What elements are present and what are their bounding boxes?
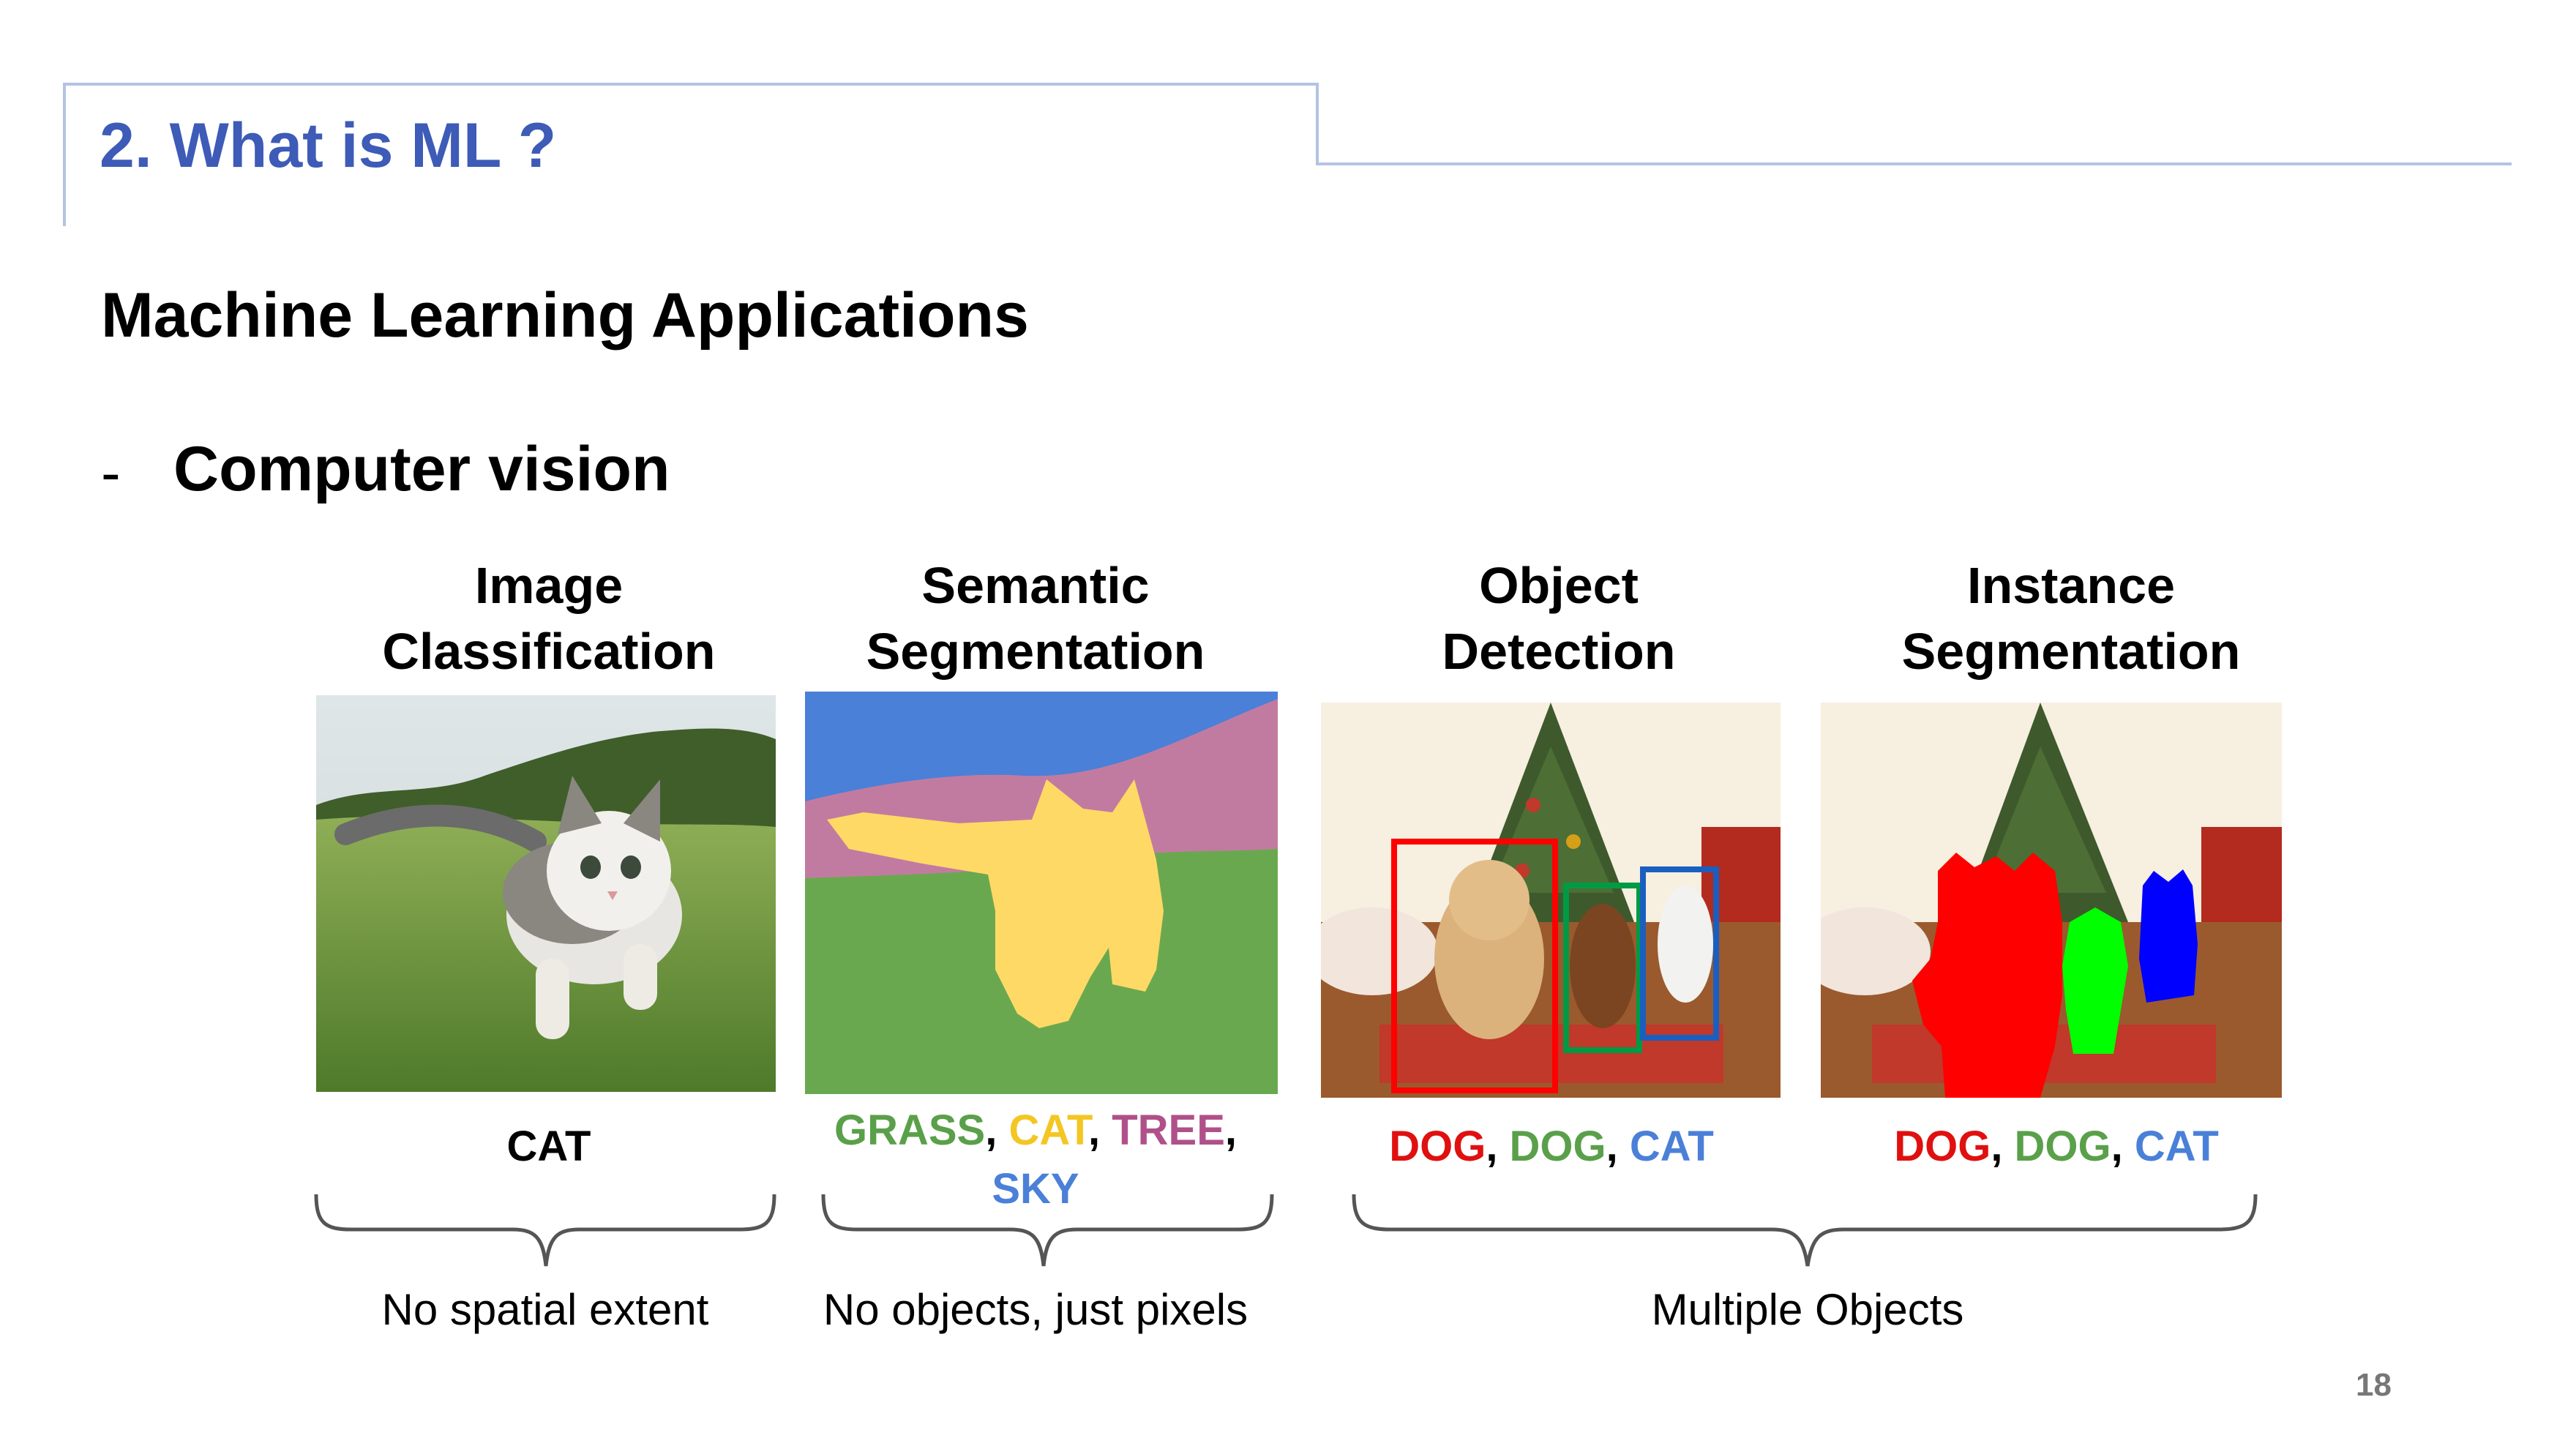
brace-label-no-objects: No objects, just pixels: [823, 1285, 1248, 1334]
label-tree: TREE: [1112, 1107, 1225, 1154]
heading-line: Semantic: [921, 557, 1150, 614]
section-title: 2. What is ML ?: [100, 111, 557, 181]
label-semantic-line2: SKY: [801, 1160, 1270, 1218]
kitten-illustration: [316, 695, 776, 1092]
heading-line: Instance: [1967, 557, 2175, 614]
label-instance: DOG, DOG, CAT: [1822, 1117, 2291, 1176]
heading-line: Object: [1479, 557, 1639, 614]
header-rule-left-vertical: [63, 83, 66, 226]
heading-line: Segmentation: [866, 623, 1205, 680]
bullet-text: Computer vision: [173, 434, 670, 504]
slide-subtitle: Machine Learning Applications: [101, 280, 1029, 351]
label-cat: CAT: [1629, 1123, 1714, 1170]
label-dog: DOG: [1509, 1123, 1606, 1170]
header-rule-left-top: [63, 83, 1319, 86]
instance-segmentation-photo: [1821, 703, 2282, 1098]
label-cat: CAT: [506, 1123, 591, 1170]
heading-semantic-segmentation: Semantic Segmentation: [801, 553, 1270, 684]
heading-line: Segmentation: [1901, 623, 2241, 680]
page-number: 18: [2356, 1367, 2392, 1403]
label-dog: DOG: [2014, 1123, 2111, 1170]
header-rule-step: [1316, 83, 1319, 165]
brace-multiple-objects: [1352, 1194, 2258, 1267]
label-dog: DOG: [1389, 1123, 1486, 1170]
brace-classification: [314, 1194, 776, 1267]
heading-line: Classification: [382, 623, 716, 680]
kitten-photo: [316, 695, 776, 1092]
label-cat: CAT: [2134, 1123, 2219, 1170]
heading-instance-segmentation: Instance Segmentation: [1837, 553, 2305, 684]
label-cat: CAT: [1008, 1107, 1088, 1154]
label-semantic: GRASS, CAT, TREE, SKY: [801, 1101, 1270, 1218]
brace-label-no-spatial-extent: No spatial extent: [381, 1285, 709, 1334]
label-sep: ,: [985, 1107, 1009, 1154]
heading-line: Detection: [1442, 623, 1676, 680]
detection-scene: [1321, 703, 1781, 1098]
label-sep: ,: [1087, 1107, 1112, 1154]
heading-line: Image: [474, 557, 624, 614]
label-classification: CAT: [315, 1117, 783, 1176]
label-sky: SKY: [992, 1165, 1079, 1213]
semantic-segmentation-map: [805, 692, 1278, 1094]
label-sep: ,: [1606, 1123, 1630, 1170]
label-sep: ,: [1991, 1123, 2015, 1170]
segmentation-regions: [805, 692, 1278, 1094]
object-detection-photo: [1321, 703, 1781, 1098]
label-grass: GRASS: [834, 1107, 986, 1154]
brace-semantic: [821, 1194, 1274, 1267]
heading-image-classification: Image Classification: [315, 553, 783, 684]
label-dog: DOG: [1894, 1123, 1991, 1170]
heading-object-detection: Object Detection: [1325, 553, 1793, 684]
label-comma: ,: [1224, 1107, 1237, 1154]
header-rule-right: [1316, 162, 2512, 165]
label-sep: ,: [2111, 1123, 2135, 1170]
bullet-dash: -: [101, 440, 121, 505]
label-semantic-line1: GRASS, CAT, TREE,: [801, 1101, 1270, 1160]
brace-label-multiple-objects: Multiple Objects: [1651, 1285, 1964, 1334]
label-detection: DOG, DOG, CAT: [1317, 1117, 1786, 1176]
label-sep: ,: [1486, 1123, 1510, 1170]
instance-scene: [1821, 703, 2282, 1098]
